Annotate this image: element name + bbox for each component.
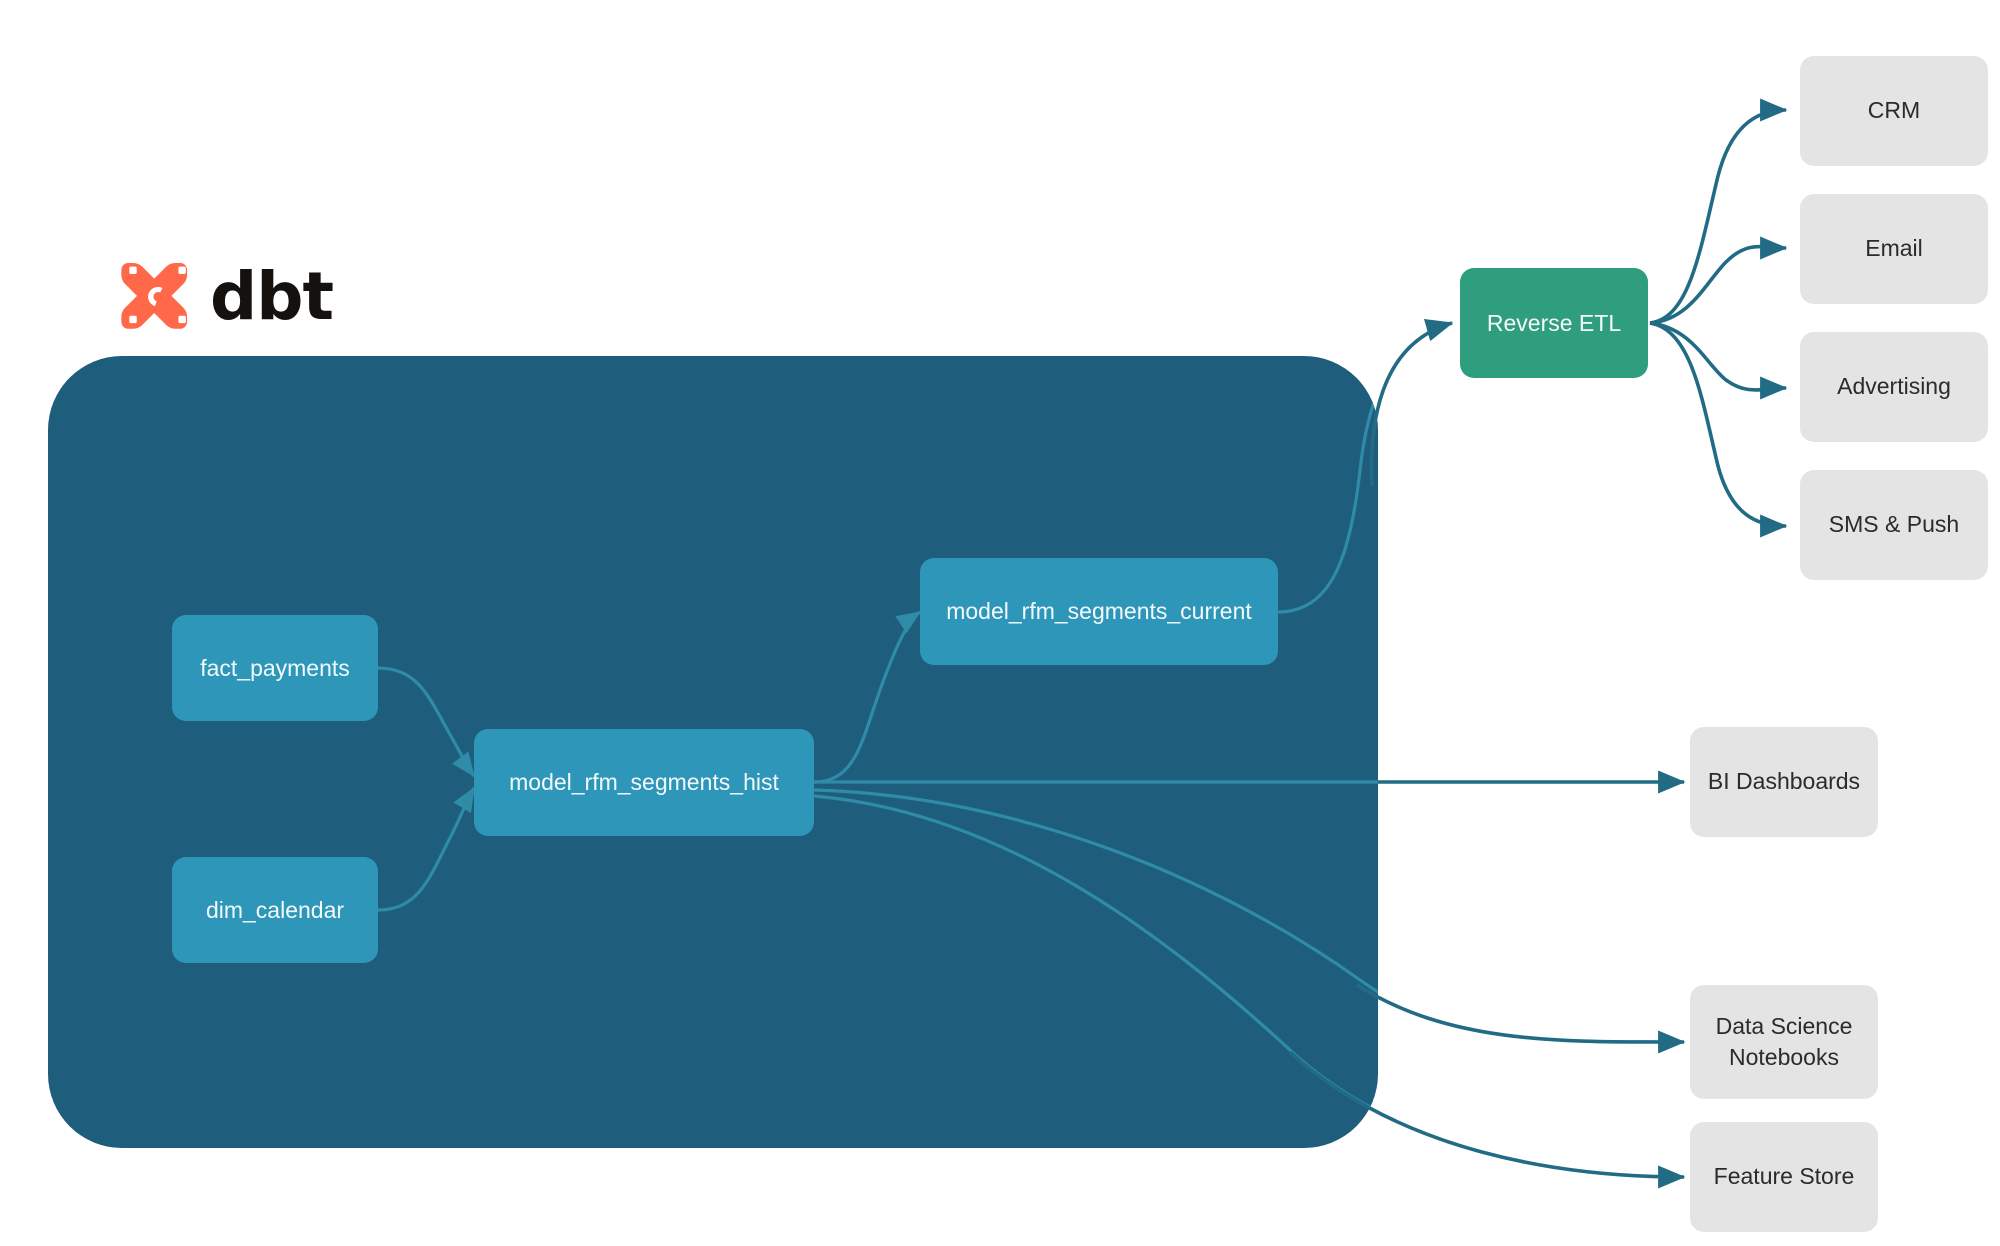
edge-reverse-etl-to-email (1649, 236, 1788, 325)
edge-hist-to-data-science-notebooks (1356, 983, 1686, 1054)
node-fact-payments[interactable]: fact_payments (172, 615, 378, 721)
node-label: BI Dashboards (1707, 768, 1861, 795)
node-feature-store[interactable]: Feature Store (1690, 1122, 1878, 1232)
node-label: Email (1865, 235, 1923, 262)
node-advertising[interactable]: Advertising (1800, 332, 1988, 442)
dbt-logo: dbt (118, 258, 334, 336)
node-label: model_rfm_segments_current (946, 598, 1252, 624)
dbt-logo-icon (121, 262, 188, 329)
node-label-line-2: Notebooks (1729, 1044, 1839, 1070)
node-data-science-notebooks[interactable]: Data Science Notebooks (1690, 985, 1878, 1099)
node-sms-push[interactable]: SMS & Push (1800, 470, 1988, 580)
edge-reverse-etl-to-crm (1649, 98, 1788, 325)
node-label: dim_calendar (205, 896, 345, 923)
node-email[interactable]: Email (1800, 194, 1988, 304)
node-label: CRM (1867, 97, 1921, 124)
node-model-rfm-segments-current[interactable]: model_rfm_segments_current (920, 558, 1278, 665)
node-label: Advertising (1837, 373, 1951, 400)
node-label: SMS & Push (1828, 511, 1960, 538)
node-crm[interactable]: CRM (1800, 56, 1988, 166)
node-label: model_rfm_segments_hist (509, 769, 779, 795)
node-label: fact_payments (200, 654, 350, 681)
node-label: Reverse ETL (1486, 309, 1622, 336)
edge-current-to-reverse-etl (1369, 319, 1454, 487)
dbt-wordmark: dbt (210, 258, 334, 335)
node-bi-dashboards[interactable]: BI Dashboards (1690, 727, 1878, 837)
node-reverse-etl[interactable]: Reverse ETL (1460, 268, 1648, 378)
edge-reverse-etl-to-sms-push (1649, 321, 1788, 538)
node-dim-calendar[interactable]: dim_calendar (172, 857, 378, 963)
node-model-rfm-segments-hist[interactable]: model_rfm_segments_hist (474, 729, 814, 836)
node-label: Feature Store (1713, 1163, 1855, 1190)
node-label-line-1: Data Science (1715, 1012, 1853, 1039)
edge-reverse-etl-to-advertising (1649, 321, 1788, 400)
